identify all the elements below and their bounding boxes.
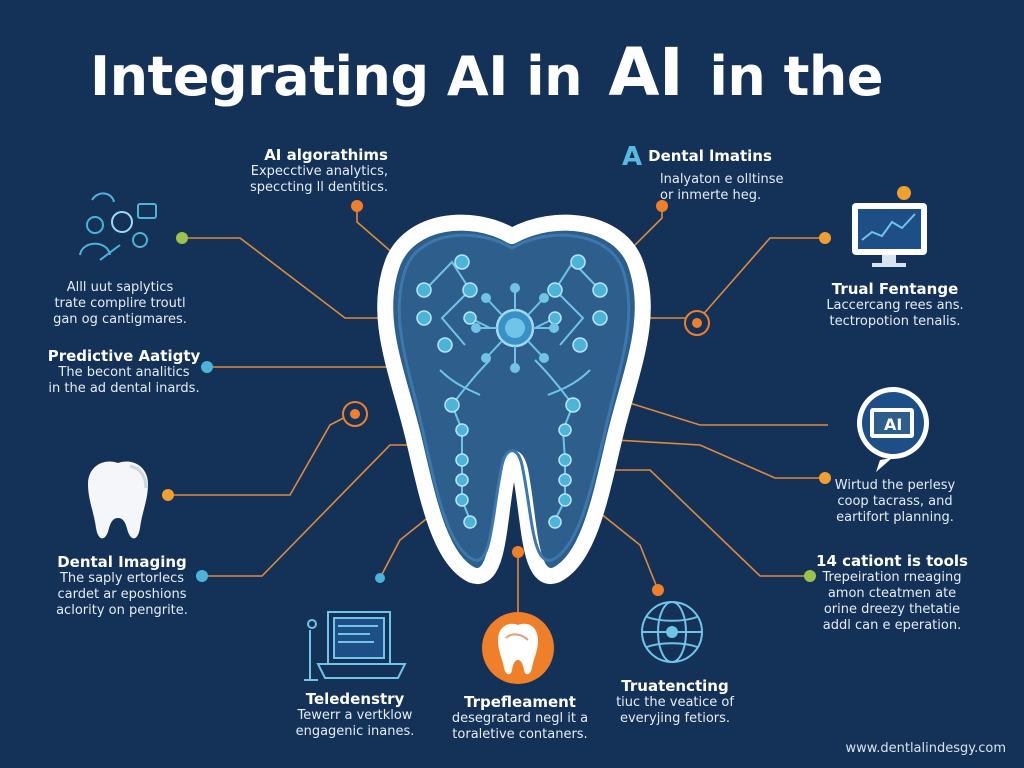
connector-right-4 bbox=[600, 469, 810, 577]
label-bottom-1-line-1: Tewerr a vertklow bbox=[297, 708, 413, 723]
dot-right-3 bbox=[819, 472, 831, 484]
laptop-telehealth-icon bbox=[304, 611, 407, 681]
label-left-1-line-3: gan og cantigmares. bbox=[53, 312, 187, 327]
dot-left-2 bbox=[201, 361, 213, 373]
monitor-chart-icon bbox=[852, 186, 927, 267]
label-bottom-2: Trpefleament desegratard negl it a toral… bbox=[440, 693, 600, 743]
connector-bottom-3 bbox=[589, 504, 659, 591]
label-top-center: AI algorathims Expecctive analytics, spe… bbox=[250, 146, 388, 196]
label-left-3: Dental Imaging The saply ertorlecs carde… bbox=[52, 553, 192, 619]
connector-right-2 bbox=[619, 399, 828, 426]
label-top-center-line-1: Expecctive analytics, bbox=[250, 164, 388, 179]
label-right-1-line-2: tectropotion tenalis. bbox=[829, 314, 961, 329]
label-right-3-heading: 14 cationt is tools bbox=[816, 552, 968, 570]
footer-url: www.dentlalindesgy.com bbox=[845, 741, 1006, 756]
label-right-3-line-2: amon cteatmen ate bbox=[827, 586, 957, 601]
tooth-outline bbox=[377, 214, 651, 584]
label-top-center-line-2: speccting ll dentitics. bbox=[250, 180, 388, 195]
analytics-people-icon bbox=[79, 192, 157, 261]
label-right-3: 14 cationt is tools Trepeiration rneagin… bbox=[812, 552, 972, 634]
label-bottom-2-line-1: desegratard negl it a bbox=[451, 711, 589, 726]
label-right-2-line-2: coop tacrass, and bbox=[837, 494, 953, 509]
label-right-1: Trual Fentange Laccercang rees ans. tect… bbox=[810, 280, 980, 330]
ai-monitor-badge: AI bbox=[884, 415, 902, 434]
label-right-2: Wirtud the perlesy coop tacrass, and ear… bbox=[825, 478, 965, 526]
label-top-right-heading: Dental lmatins bbox=[648, 147, 772, 165]
tooth-illustration bbox=[377, 214, 651, 584]
label-left-2-heading: Predictive Aatigty bbox=[47, 347, 201, 365]
a-letter-icon: A bbox=[622, 142, 643, 172]
label-bottom-1-heading: Teledenstry bbox=[305, 690, 405, 708]
label-top-right-line-1: lnalyaton e olltinse bbox=[660, 172, 784, 187]
connector-top-center bbox=[356, 206, 396, 256]
label-bottom-3-heading: Truatencting bbox=[621, 677, 729, 695]
label-bottom-1-line-2: engagenic inanes. bbox=[295, 724, 415, 739]
title-part-3: in the bbox=[709, 45, 883, 108]
connector-left-3 bbox=[168, 411, 356, 496]
label-left-2: Predictive Aatigty The becont analitics … bbox=[44, 347, 204, 397]
dot-bottom-3 bbox=[652, 584, 664, 596]
label-bottom-3-line-1: tiuc the veatice of bbox=[616, 695, 734, 710]
label-left-2-line-1: The becont analitics bbox=[58, 365, 190, 380]
ring-node-right bbox=[684, 310, 710, 336]
dot-top-right bbox=[656, 200, 668, 212]
tooth-icon-left bbox=[88, 461, 148, 539]
title-part-2: AI bbox=[608, 34, 684, 111]
label-right-3-line-4: addl can e eperation. bbox=[822, 618, 962, 633]
ring-node-left bbox=[342, 401, 368, 427]
label-right-2-line-1: Wirtud the perlesy bbox=[834, 478, 956, 493]
dot-left-4 bbox=[196, 570, 208, 582]
ai-chat-monitor-icon bbox=[857, 387, 929, 472]
label-bottom-2-line-2: toraletive contaners. bbox=[452, 727, 588, 742]
label-left-3-line-2: cardet ar eposhions bbox=[57, 587, 187, 602]
label-left-3-heading: Dental Imaging bbox=[57, 553, 187, 571]
label-bottom-3: Truatencting tiuc the veatice of everyji… bbox=[600, 677, 750, 727]
tooth-inner-edge bbox=[397, 233, 631, 562]
label-bottom-3-line-2: everyjing fetiors. bbox=[619, 711, 731, 726]
connector-left-1 bbox=[182, 237, 400, 319]
circuit-nodes bbox=[416, 254, 608, 529]
label-right-2-line-3: eartifort planning. bbox=[836, 510, 954, 525]
dot-bottom-1 bbox=[375, 573, 385, 583]
dot-bottom-2 bbox=[512, 546, 524, 558]
dot-left-3 bbox=[162, 489, 174, 501]
label-top-right-line-2: or inmerte heg. bbox=[660, 188, 762, 203]
connector-right-1 bbox=[630, 237, 825, 319]
label-bottom-1: Teledenstry Tewerr a vertklow engagenic … bbox=[280, 690, 430, 740]
label-bottom-2-heading: Trpefleament bbox=[464, 693, 576, 711]
neural-hub-icon bbox=[471, 283, 559, 373]
dot-top-center bbox=[351, 200, 363, 212]
label-right-3-line-1: Trepeiration rneaging bbox=[822, 570, 962, 585]
globe-network-icon bbox=[641, 601, 703, 663]
label-left-2-line-2: in the ad dental inards. bbox=[48, 381, 200, 396]
label-right-1-line-1: Laccercang rees ans. bbox=[826, 298, 964, 313]
label-left-1-line-1: Alll uut saplytics bbox=[66, 280, 174, 295]
dot-left-1 bbox=[176, 232, 188, 244]
label-left-3-line-1: The saply ertorlecs bbox=[59, 571, 184, 586]
label-top-center-heading: AI algorathims bbox=[264, 146, 388, 164]
label-top-right: A Dental lmatins lnalyaton e olltinse or … bbox=[622, 142, 784, 204]
tooth-badge-icon bbox=[482, 612, 554, 684]
endpoint-dots bbox=[162, 200, 831, 596]
title-part-1: Integrating AI in bbox=[90, 45, 583, 108]
label-left-1: Alll uut saplytics trate complire troutl… bbox=[50, 280, 190, 328]
dot-right-1 bbox=[819, 232, 831, 244]
connector-left-4 bbox=[202, 444, 430, 577]
label-left-3-line-3: aclority on pengrite. bbox=[56, 603, 188, 618]
label-right-3-line-3: orine dreezy thetatie bbox=[823, 602, 961, 617]
connector-right-3 bbox=[614, 439, 825, 479]
label-right-1-heading: Trual Fentange bbox=[831, 280, 959, 298]
label-left-1-line-2: trate complire troutl bbox=[54, 296, 186, 311]
page-title: Integrating AI in AI in the bbox=[90, 34, 883, 111]
dot-right-4 bbox=[804, 570, 816, 582]
